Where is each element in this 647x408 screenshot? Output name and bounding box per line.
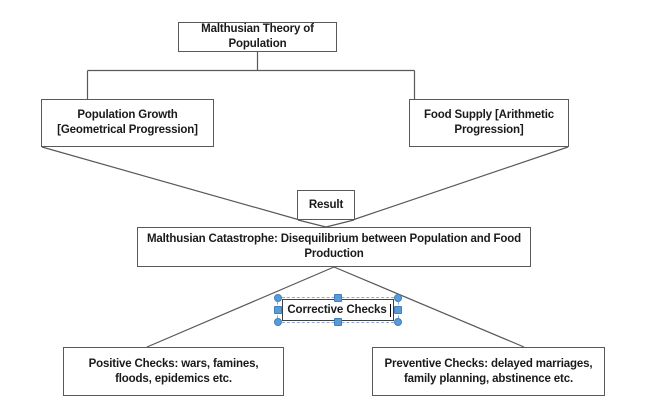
resize-handle-e[interactable] bbox=[394, 306, 402, 314]
connector-food-to-result bbox=[353, 146, 569, 221]
node-population-growth[interactable]: Population Growth [Geometrical Progressi… bbox=[41, 99, 214, 147]
node-positive-checks[interactable]: Positive Checks: wars, famines, floods, … bbox=[63, 347, 284, 396]
connector-result-to-catastrophe-left bbox=[297, 219, 327, 228]
connector-population-to-result bbox=[41, 146, 299, 221]
selection-frame-corrective-checks[interactable] bbox=[274, 294, 402, 326]
resize-handle-ne[interactable] bbox=[394, 294, 402, 302]
connector-result-to-catastrophe-right bbox=[325, 219, 355, 228]
resize-handle-se[interactable] bbox=[394, 318, 402, 326]
node-label: Population Growth [Geometrical Progressi… bbox=[57, 109, 198, 136]
resize-handle-s[interactable] bbox=[334, 318, 342, 326]
resize-handle-w[interactable] bbox=[274, 306, 282, 314]
node-result[interactable]: Result bbox=[297, 190, 355, 220]
node-label: Result bbox=[308, 198, 344, 211]
node-label: Food Supply [Arithmetic Progression] bbox=[423, 109, 555, 136]
node-label: Malthusian Theory of Population bbox=[201, 23, 314, 50]
resize-handle-n[interactable] bbox=[334, 294, 342, 302]
node-preventive-checks[interactable]: Preventive Checks: delayed marriages, fa… bbox=[372, 347, 605, 396]
node-food-supply[interactable]: Food Supply [Arithmetic Progression] bbox=[409, 99, 569, 147]
node-label: Malthusian Catastrophe: Disequilibrium b… bbox=[146, 233, 522, 260]
node-malthusian-catastrophe[interactable]: Malthusian Catastrophe: Disequilibrium b… bbox=[137, 227, 531, 267]
node-label: Preventive Checks: delayed marriages, fa… bbox=[384, 357, 593, 385]
text-cursor bbox=[389, 303, 391, 317]
node-label: Positive Checks: wars, famines, floods, … bbox=[88, 357, 259, 385]
node-label: Corrective Checks bbox=[287, 304, 387, 316]
node-malthusian-theory[interactable]: Malthusian Theory of Population bbox=[178, 22, 337, 52]
resize-handle-sw[interactable] bbox=[274, 318, 282, 326]
resize-handle-nw[interactable] bbox=[274, 294, 282, 302]
